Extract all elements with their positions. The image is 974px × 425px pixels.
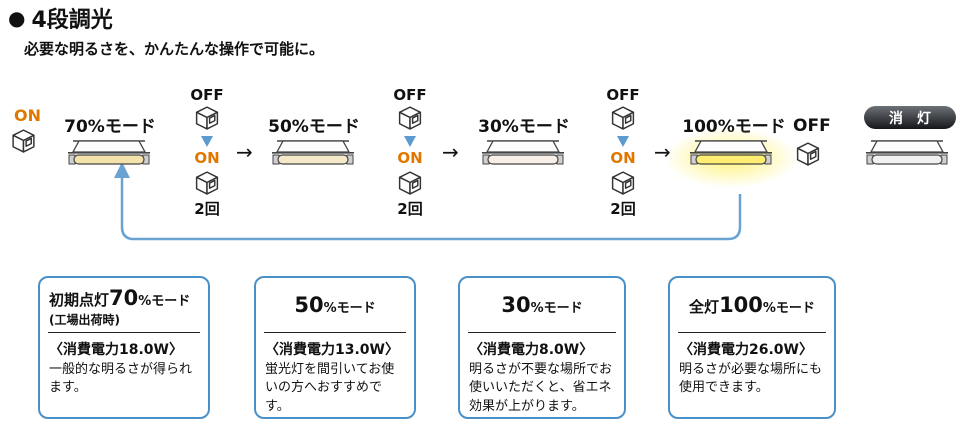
bullet-icon: ● xyxy=(8,6,26,30)
card-description: 一般的な明るさが得られます。 xyxy=(49,362,193,396)
card-description: 明るさが不要な場所でお使いいただくと、省エネ効果が上がります。 xyxy=(469,362,613,414)
down-arrow-icon xyxy=(616,133,630,152)
press-count-label: 2回 xyxy=(397,200,423,218)
wall-switch-icon xyxy=(795,140,822,170)
toggle2-on-label: ON xyxy=(397,149,423,167)
light-off-badge: 消 灯 xyxy=(864,106,956,129)
toggle2-off-label: OFF xyxy=(393,86,427,104)
mode-label-50: 50%モード xyxy=(268,117,360,137)
wall-switch-icon xyxy=(397,104,424,134)
ceiling-lamp-30-icon xyxy=(478,138,568,182)
card-divider xyxy=(678,332,826,333)
toggle3-off-label: OFF xyxy=(606,86,640,104)
toggle1-off-label: OFF xyxy=(190,86,224,104)
card-divider xyxy=(48,332,200,333)
card-title: 全灯100%モード xyxy=(689,293,815,317)
card-description: 蛍光灯を間引いてお使いの方へおすすめです。 xyxy=(265,362,395,414)
info-card-100: 全灯100%モード 〈消費電力26.0W〉 明るさが必要な場所にも使用できます。 xyxy=(668,276,836,419)
wall-switch-icon xyxy=(10,127,37,157)
down-arrow-icon xyxy=(403,133,417,152)
start-on-label: ON xyxy=(14,106,41,125)
flow-arrow: → xyxy=(236,140,253,164)
ceiling-lamp-70-icon xyxy=(64,138,154,182)
final-off-label: OFF xyxy=(793,116,831,136)
card-title: 初期点灯70%モード (工場出荷時) xyxy=(49,286,199,332)
card-title: 50%モード xyxy=(294,293,376,317)
card-power: 〈消費電力13.0W〉 xyxy=(265,342,399,358)
card-description: 明るさが必要な場所にも使用できます。 xyxy=(679,362,823,396)
wall-switch-icon xyxy=(610,169,637,199)
wall-switch-icon xyxy=(610,104,637,134)
card-divider xyxy=(468,332,616,333)
wall-switch-icon xyxy=(194,169,221,199)
card-divider xyxy=(264,332,406,333)
mode-label-70: 70%モード xyxy=(64,117,156,137)
section-subtitle: 必要な明るさを、かんたんな操作で可能に。 xyxy=(24,40,325,58)
mode-label-30: 30%モード xyxy=(478,117,570,137)
info-card-70: 初期点灯70%モード (工場出荷時) 〈消費電力18.0W〉 一般的な明るさが得… xyxy=(38,276,210,419)
card-power: 〈消費電力26.0W〉 xyxy=(679,342,813,358)
ceiling-lamp-100-icon xyxy=(686,138,776,182)
ceiling-lamp-off-icon xyxy=(862,138,952,182)
card-title-note: (工場出荷時) xyxy=(49,313,120,327)
press-count-label: 2回 xyxy=(610,200,636,218)
card-title: 30%モード xyxy=(501,293,583,317)
wall-switch-icon xyxy=(194,104,221,134)
toggle1-on-label: ON xyxy=(194,149,220,167)
card-power: 〈消費電力18.0W〉 xyxy=(49,342,183,358)
flow-arrow: → xyxy=(442,140,459,164)
info-card-30: 30%モード 〈消費電力8.0W〉 明るさが不要な場所でお使いいただくと、省エネ… xyxy=(458,276,626,419)
wall-switch-icon xyxy=(397,169,424,199)
section-title-text: 4段調光 xyxy=(31,8,113,33)
section-title: ● 4段調光 xyxy=(8,2,113,34)
ceiling-lamp-50-icon xyxy=(268,138,358,182)
toggle3-on-label: ON xyxy=(610,149,636,167)
press-count-label: 2回 xyxy=(194,200,220,218)
card-power: 〈消費電力8.0W〉 xyxy=(469,342,594,358)
info-card-50: 50%モード 〈消費電力13.0W〉 蛍光灯を間引いてお使いの方へおすすめです。 xyxy=(254,276,416,419)
down-arrow-icon xyxy=(200,133,214,152)
